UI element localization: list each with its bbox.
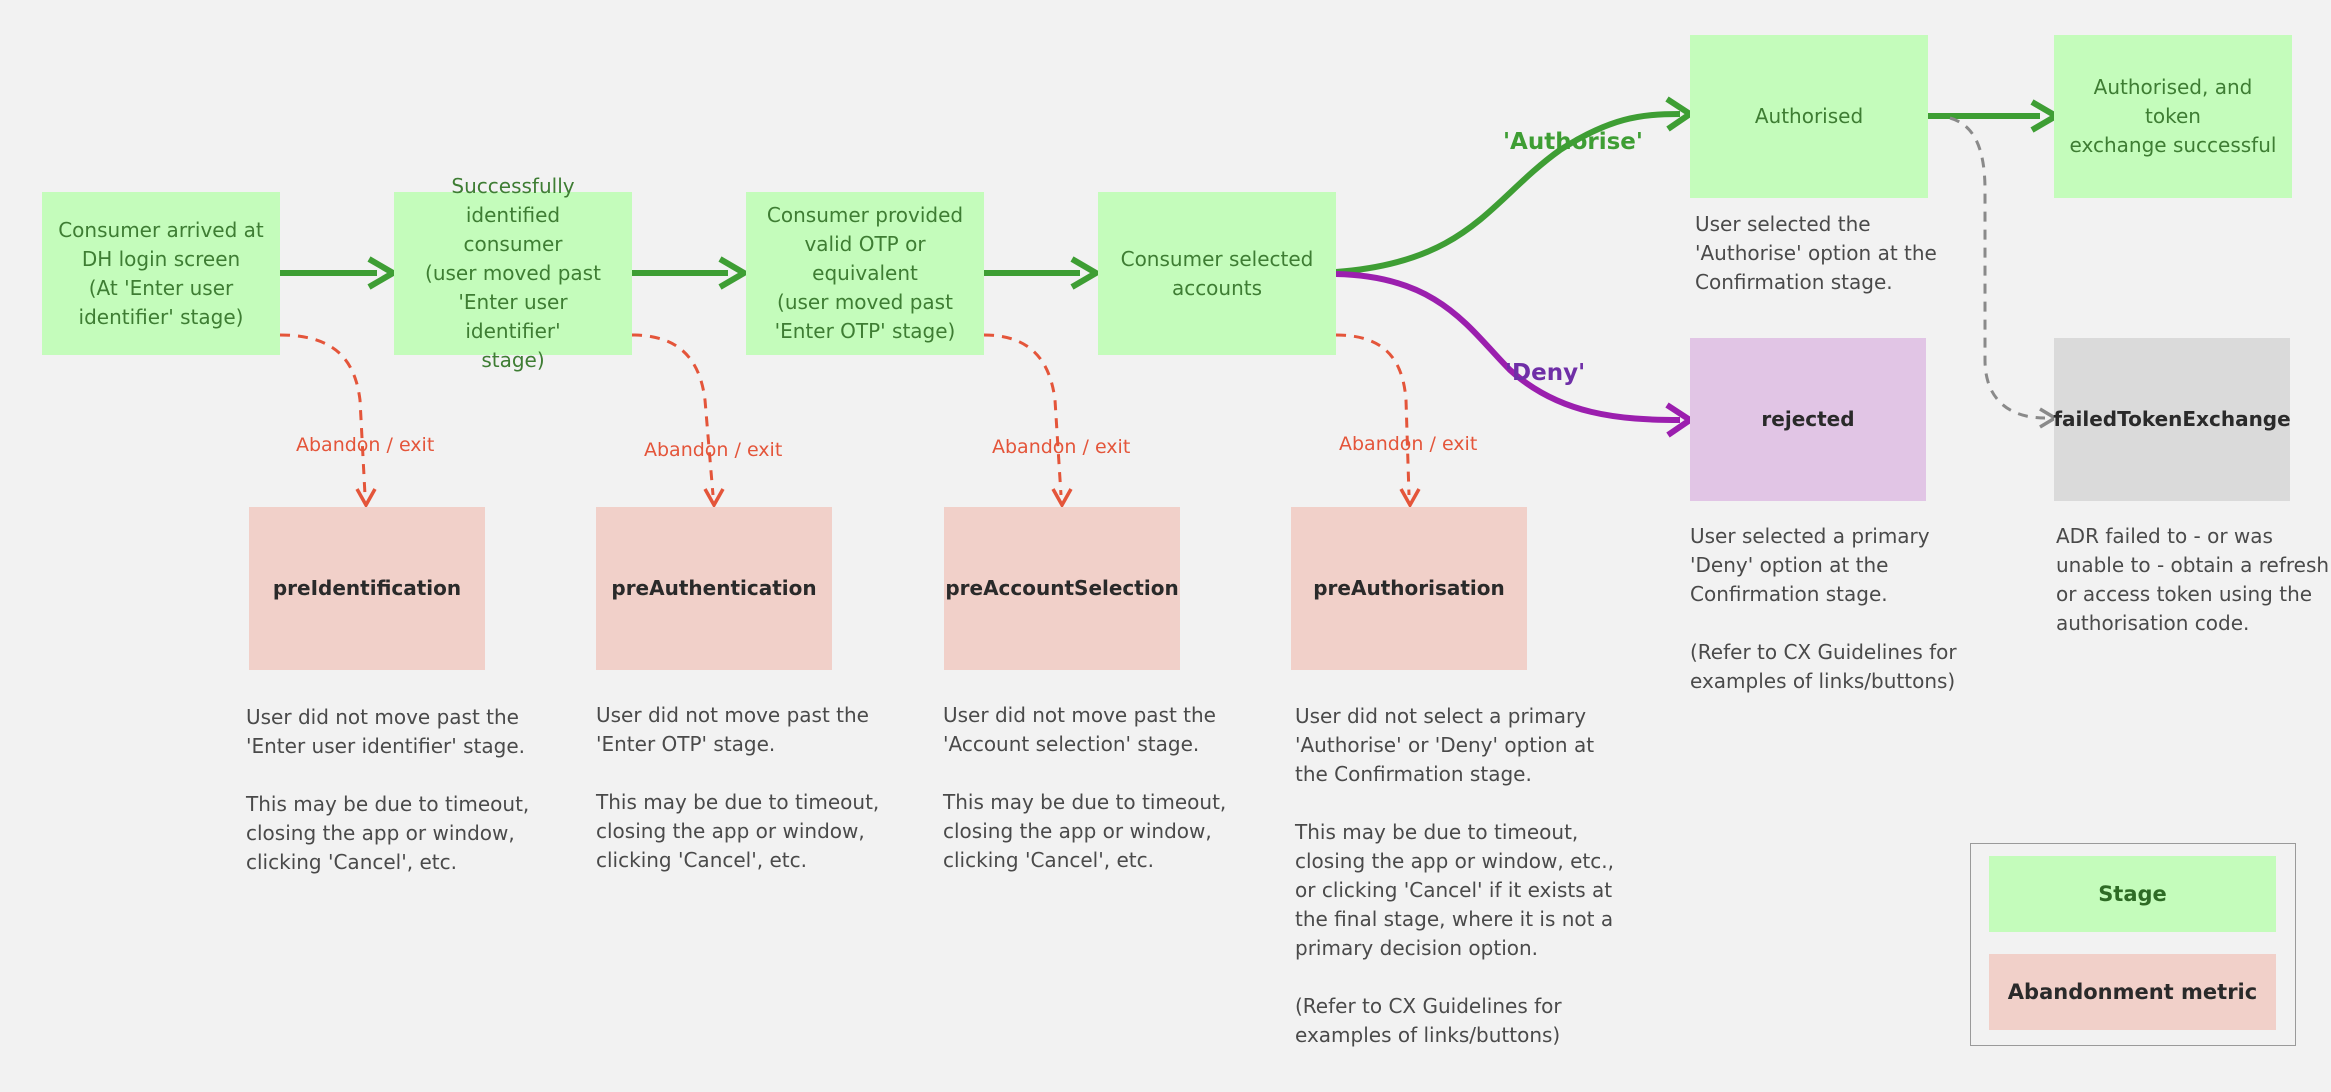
- exit-arrow-3: [983, 333, 1073, 509]
- failed-token-exchange-description: ADR failed to - or was unable to - obtai…: [2056, 524, 2330, 635]
- flow-arrow-authorised-token: [1928, 99, 2059, 133]
- outcome-failed-token-exchange: failedTokenExchange: [2053, 338, 2291, 501]
- stage-identified-consumer: Successfully identified consumer (user m…: [394, 174, 632, 372]
- stage-token-exchange-successful: Authorised, and token exchange successfu…: [2054, 35, 2292, 198]
- legend-abandonment-metric: Abandonment metric: [1989, 954, 2276, 1030]
- legend: Stage Abandonment metric: [1970, 843, 2296, 1046]
- abandon-exit-label: Abandon / exit: [296, 434, 435, 456]
- metric-pre-identification: preIdentification: [249, 507, 485, 670]
- abandon-exit-label: Abandon / exit: [644, 439, 783, 461]
- authorise-arrow: [1335, 96, 1693, 275]
- metric-pre-authorisation: preAuthorisation: [1291, 507, 1527, 670]
- stage-accounts-selected: Consumer selected accounts: [1098, 192, 1336, 355]
- flow-arrow-1: [280, 256, 396, 290]
- metric-pre-authorisation-description: User did not select a primary 'Authorise…: [1295, 704, 1614, 1047]
- flow-arrow-3: [984, 256, 1099, 290]
- metric-pre-account-selection-description: User did not move past the 'Account sele…: [943, 703, 1227, 872]
- stage-authorised: Authorised: [1690, 35, 1928, 198]
- metric-pre-authentication-description: User did not move past the 'Enter OTP' s…: [596, 703, 880, 872]
- metric-pre-identification-description: User did not move past the 'Enter user i…: [246, 705, 530, 874]
- metric-pre-account-selection: preAccountSelection: [944, 507, 1180, 670]
- exit-arrow-2: [631, 333, 725, 509]
- rejected-description: User selected a primary 'Deny' option at…: [1690, 524, 1957, 693]
- deny-decision-label: 'Deny': [1505, 360, 1586, 386]
- exit-arrow-4: [1335, 333, 1421, 509]
- metric-pre-authentication: preAuthentication: [596, 507, 832, 670]
- legend-stage: Stage: [1989, 856, 2276, 932]
- failed-token-arrow: [1949, 116, 2059, 429]
- stage-otp-provided: Consumer provided valid OTP or equivalen…: [746, 192, 984, 355]
- stage-consumer-arrived: Consumer arrived at DH login screen (At …: [42, 192, 280, 355]
- exit-arrow-1: [279, 333, 377, 509]
- authorised-description: User selected the 'Authorise' option at …: [1695, 212, 1937, 294]
- authorise-decision-label: 'Authorise': [1503, 129, 1643, 155]
- outcome-rejected: rejected: [1690, 338, 1926, 501]
- flow-arrow-2: [632, 256, 747, 290]
- abandon-exit-label: Abandon / exit: [992, 436, 1131, 458]
- abandon-exit-label: Abandon / exit: [1339, 433, 1478, 455]
